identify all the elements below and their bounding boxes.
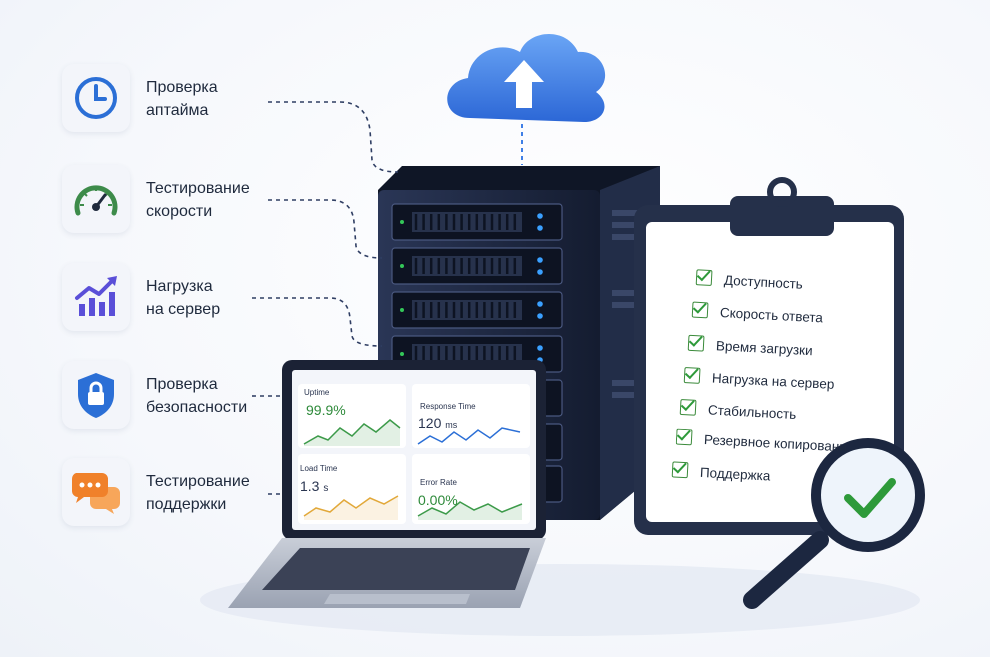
connector-lines bbox=[252, 101, 399, 495]
power-led-icon bbox=[400, 264, 404, 268]
status-led-icon bbox=[537, 301, 543, 307]
checkbox-checked-icon bbox=[671, 461, 689, 479]
load-time-label: Load Time bbox=[300, 464, 338, 473]
response-time-label: Response Time bbox=[420, 402, 476, 411]
clock-icon bbox=[62, 64, 130, 132]
error-rate-label: Error Rate bbox=[420, 478, 457, 487]
status-led-icon bbox=[537, 257, 543, 263]
speedometer-icon bbox=[62, 165, 130, 233]
shield-lock-icon bbox=[62, 361, 130, 429]
checkbox-checked-icon bbox=[683, 367, 701, 384]
power-led-icon bbox=[400, 220, 404, 224]
checkbox-checked-icon bbox=[679, 398, 697, 416]
server-unit bbox=[391, 203, 563, 241]
checkbox-checked-icon bbox=[691, 301, 709, 319]
status-led-icon bbox=[537, 345, 543, 351]
status-led-icon bbox=[537, 269, 543, 275]
power-led-icon bbox=[400, 308, 404, 312]
cloud-upload-icon bbox=[447, 33, 606, 165]
error-rate-value: 0.00% bbox=[418, 492, 458, 508]
chat-bubbles-icon bbox=[62, 458, 130, 526]
uptime-label: Uptime bbox=[304, 388, 330, 397]
load-time-value: 1.3 s bbox=[300, 478, 329, 494]
laptop bbox=[228, 360, 546, 608]
power-led-icon bbox=[400, 352, 404, 356]
response-time-value: 120 ms bbox=[418, 415, 458, 431]
rising-chart-icon bbox=[62, 263, 130, 331]
magnifier-check-icon bbox=[743, 438, 925, 609]
status-led-icon bbox=[537, 313, 543, 319]
server-unit bbox=[391, 247, 563, 285]
uptime-value: 99.9% bbox=[306, 402, 346, 418]
status-led-icon bbox=[537, 225, 543, 231]
checkbox-checked-icon bbox=[687, 334, 705, 352]
checkbox-checked-icon bbox=[695, 269, 713, 287]
status-led-icon bbox=[537, 213, 543, 219]
checkbox-checked-icon bbox=[675, 428, 693, 446]
server-unit bbox=[391, 291, 563, 329]
clipboard bbox=[634, 177, 904, 535]
